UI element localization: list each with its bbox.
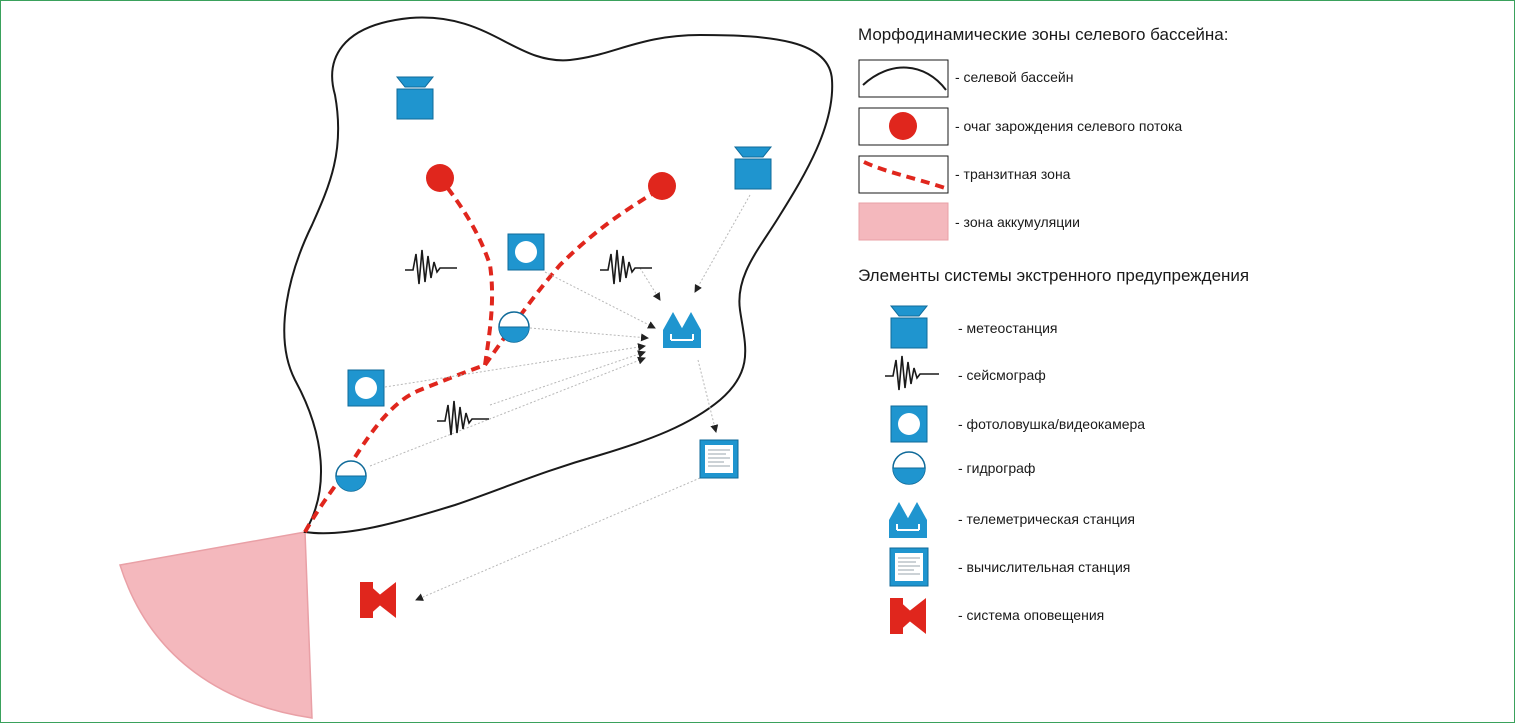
- legend-zone-label: - зона аккумуляции: [955, 214, 1080, 230]
- telemetry-station-icon: [889, 502, 927, 538]
- transit-channel-left: [438, 176, 495, 366]
- seismograph-icon: [600, 249, 652, 285]
- camera-trap-icon: [507, 233, 545, 271]
- weather-station-icon: [395, 76, 435, 120]
- transit-dashed-icon: [858, 155, 949, 194]
- accumulation-zone-icon: [858, 202, 949, 241]
- link-hydro-top: [529, 327, 649, 342]
- warning-system-icon: [360, 582, 396, 618]
- link-weather-right: [694, 194, 751, 293]
- elements-legend-title: Элементы системы экстренного предупрежде…: [858, 266, 1249, 285]
- legend-zone-label: - селевой бассейн: [955, 69, 1073, 85]
- legend-zone-label: - очаг зарождения селевого потока: [955, 118, 1182, 134]
- legend-zone-label: - транзитная зона: [955, 166, 1071, 182]
- legend: Морфодинамические зоны селевого бассейна…: [858, 25, 1249, 634]
- link-seismo-top: [639, 267, 661, 301]
- data-links: [369, 194, 751, 601]
- link-camera-top: [544, 271, 656, 329]
- accumulation-zone: [119, 531, 313, 719]
- seismograph-icon: [885, 355, 939, 391]
- legend-element-label: - метеостанция: [958, 320, 1058, 336]
- legend-element-label: - фотоловушка/видеокамера: [958, 416, 1145, 432]
- hydrograph-icon: [335, 460, 367, 492]
- camera-trap-icon: [890, 405, 928, 443]
- seismograph-icon: [405, 249, 457, 285]
- camera-trap-icon: [347, 369, 385, 407]
- transit-channel-main: [303, 363, 486, 533]
- link-camera-left: [384, 343, 646, 388]
- legend-element-label: - телеметрическая станция: [958, 511, 1135, 527]
- seismograph-icon: [437, 400, 489, 436]
- warning-system-icon: [890, 598, 926, 634]
- computing-station-icon: [889, 547, 929, 587]
- link-telemetry-computing: [697, 359, 719, 433]
- link-hydro-left: [369, 356, 646, 467]
- hydrograph-icon: [498, 311, 530, 343]
- legend-element-label: - гидрограф: [958, 460, 1035, 476]
- mudflow-basin-outline: [283, 16, 834, 535]
- link-computing-alarm: [415, 477, 701, 601]
- zones-legend-title: Морфодинамические зоны селевого бассейна…: [858, 25, 1228, 44]
- mudflow-origin-point: [426, 164, 454, 192]
- legend-element-label: - система оповещения: [958, 607, 1104, 623]
- origin-dot-icon: [858, 107, 949, 146]
- weather-station-icon: [889, 305, 929, 349]
- basin-outline-icon: [858, 59, 949, 98]
- hydrograph-icon: [892, 451, 926, 485]
- weather-station-icon: [733, 146, 773, 190]
- mudflow-origin-point: [648, 172, 676, 200]
- legend-element-label: - сейсмограф: [958, 367, 1046, 383]
- computing-station-icon: [699, 439, 739, 479]
- legend-element-label: - вычислительная станция: [958, 559, 1130, 575]
- telemetry-station-icon: [663, 312, 701, 348]
- link-seismo-left: [489, 350, 646, 406]
